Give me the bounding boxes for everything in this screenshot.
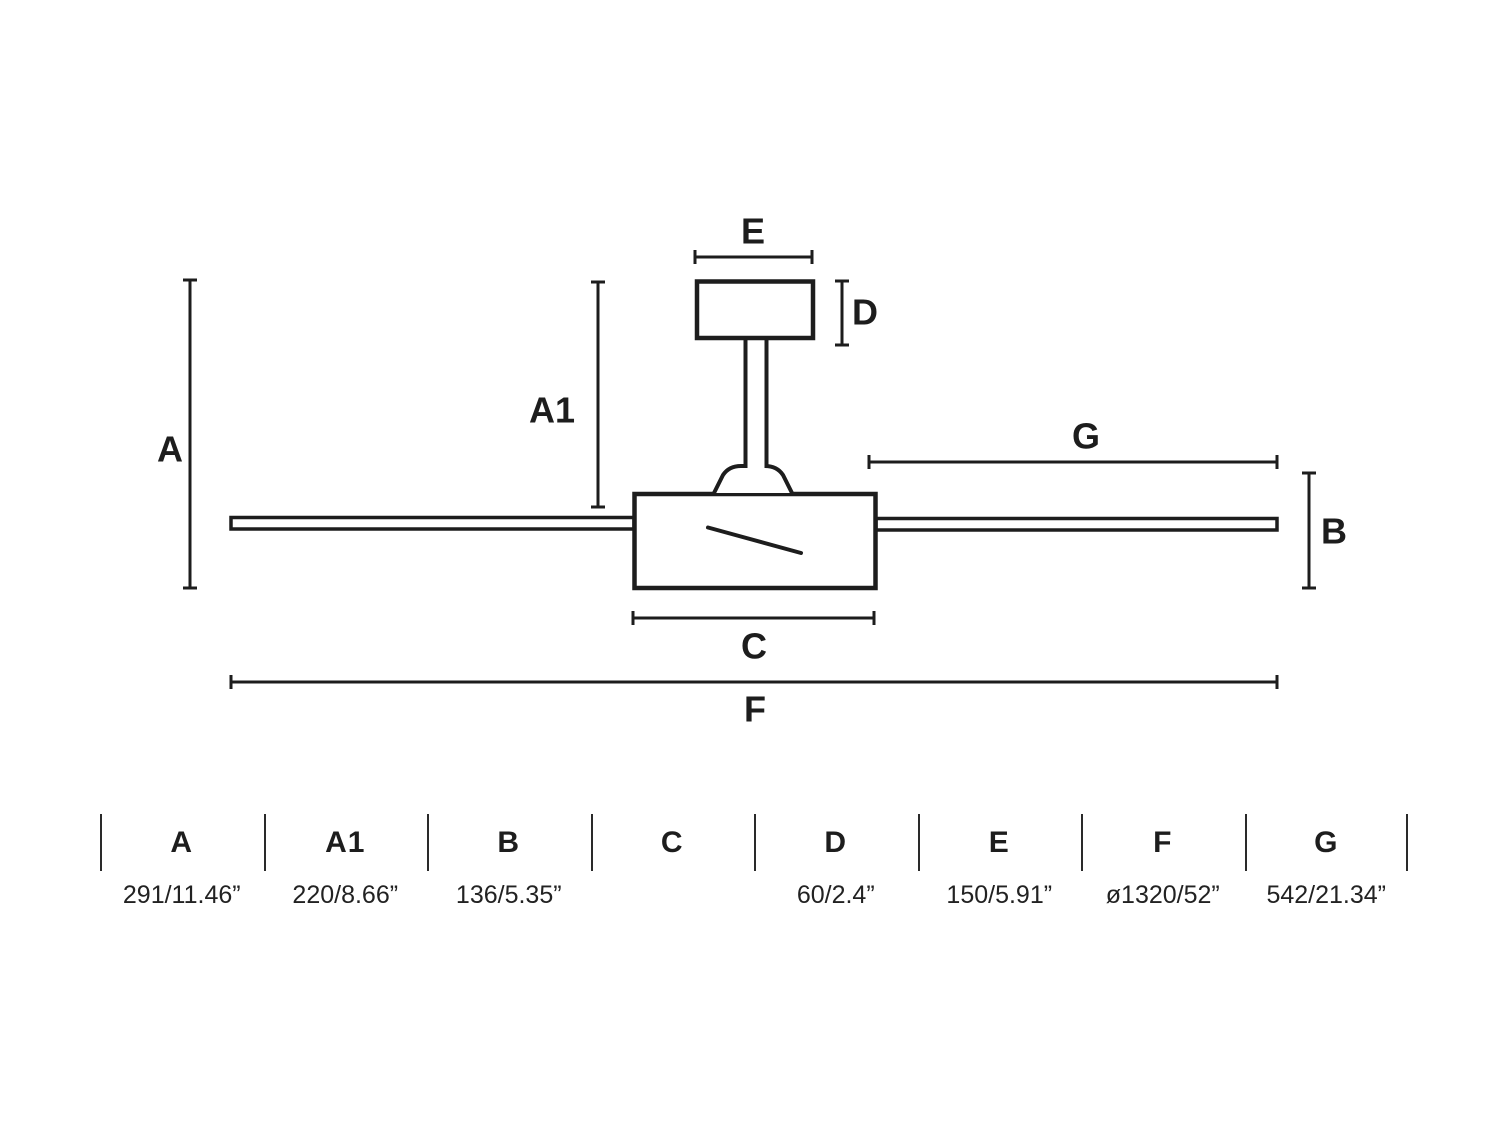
dim-col-f: F ø1320/52” — [1081, 814, 1245, 926]
dim-label-e: E — [741, 211, 765, 252]
dim-col-b: B 136/5.35” — [427, 814, 591, 926]
right-blade-shape — [874, 516, 1279, 532]
dim-header: A1 — [325, 826, 366, 859]
left-blade-shape — [229, 515, 636, 531]
dimension-table: A 291/11.46” A1 220/8.66” B 136/5.35” C … — [100, 814, 1408, 926]
dim-value: 220/8.66” — [292, 881, 399, 909]
dim-col-e: E 150/5.91” — [918, 814, 1082, 926]
dim-header: A — [170, 826, 194, 859]
dim-header: B — [497, 826, 521, 859]
dim-value: 136/5.35” — [455, 881, 562, 909]
ceiling-fan-drawing: A A1 B C D E F G — [157, 211, 1347, 730]
column-separator — [100, 814, 102, 871]
dim-col-d: D 60/2.4” — [754, 814, 918, 926]
dim-label-c: C — [741, 626, 767, 667]
column-separator — [1406, 814, 1408, 871]
dim-value: 150/5.91” — [946, 881, 1053, 909]
canopy-shape — [694, 279, 816, 341]
dim-header: G — [1314, 826, 1339, 859]
dim-label-a: A — [157, 429, 183, 470]
downrod-fill — [747, 340, 765, 468]
column-separator — [917, 814, 920, 871]
dim-label-g: G — [1072, 416, 1100, 457]
dim-header: C — [660, 826, 684, 859]
dim-label-a1: A1 — [529, 390, 575, 431]
dim-header: E — [988, 826, 1010, 859]
dim-header: F — [1153, 826, 1173, 859]
dim-value: 291/11.46” — [122, 881, 241, 909]
column-separator — [263, 814, 266, 871]
dim-header: D — [824, 826, 848, 859]
dim-label-f: F — [744, 689, 766, 730]
column-separator — [427, 814, 429, 871]
dim-label-b: B — [1321, 511, 1347, 552]
mount-cone-shape — [712, 464, 794, 494]
dim-value: 60/2.4” — [796, 881, 875, 909]
motor-housing-seam-line — [706, 525, 803, 555]
column-separator — [1081, 814, 1083, 871]
dimension-lines — [183, 250, 1316, 689]
column-separator — [590, 814, 593, 871]
dim-value: ø1320/52” — [1105, 881, 1220, 909]
dim-value: 542/21.34” — [1266, 881, 1387, 909]
dim-label-d: D — [852, 292, 878, 333]
dim-col-a1: A1 220/8.66” — [264, 814, 428, 926]
dim-col-c: C — [591, 814, 755, 926]
column-separator — [1244, 814, 1247, 871]
dim-col-g: G 542/21.34” — [1245, 814, 1409, 926]
dim-col-a: A 291/11.46” — [100, 814, 264, 926]
column-separator — [754, 814, 756, 871]
